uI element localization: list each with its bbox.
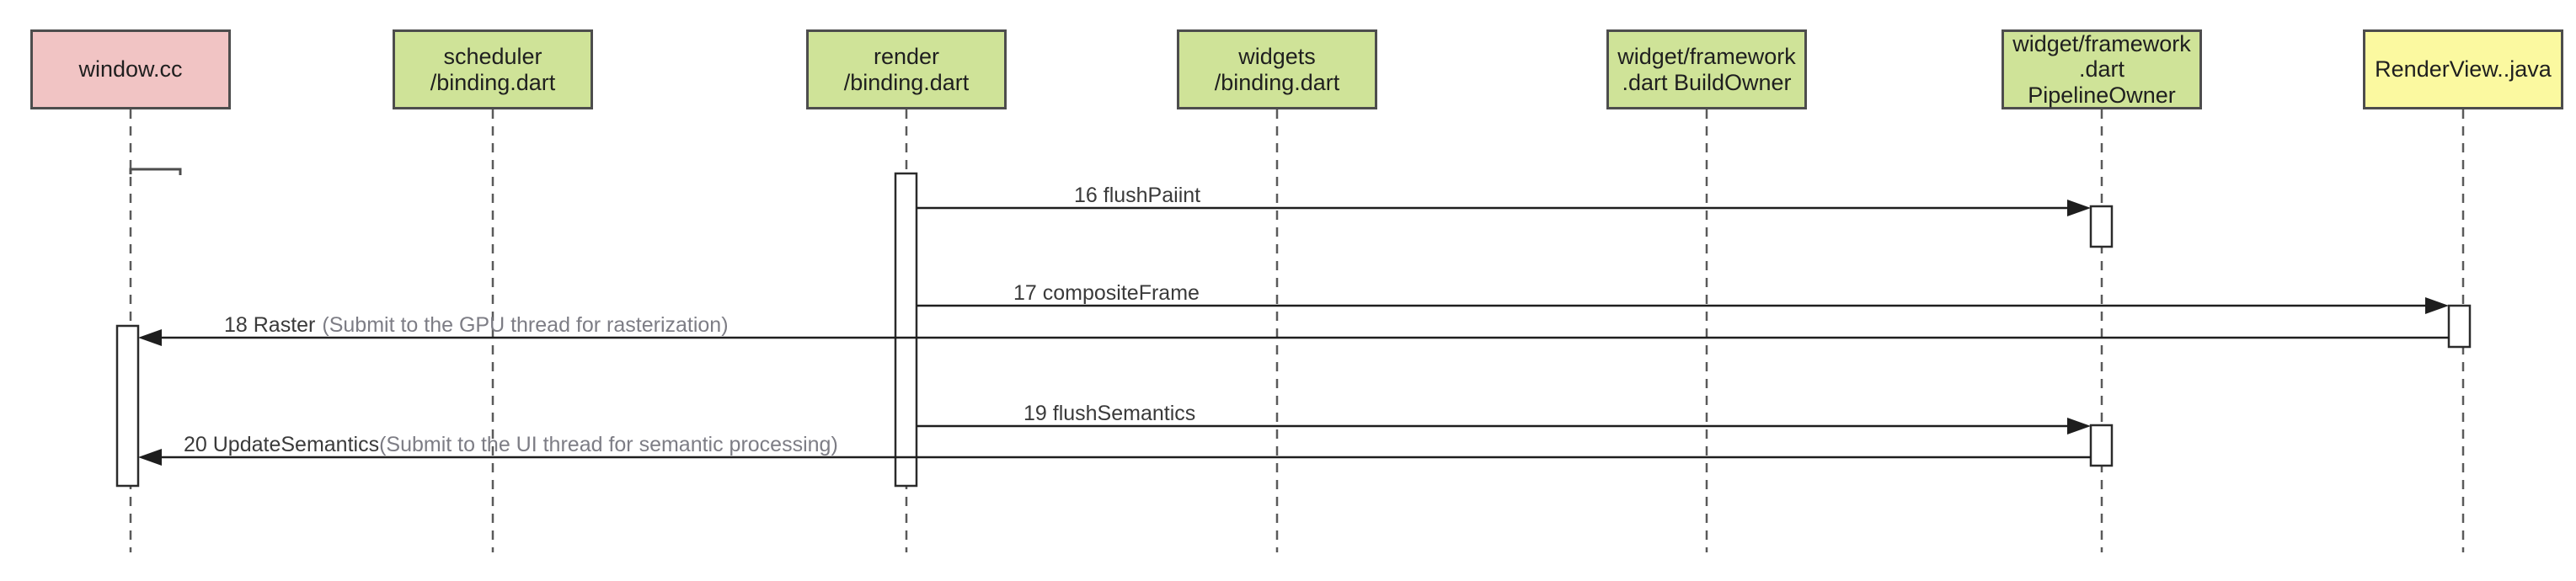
message-20-note: (Submit to the UI thread for semantic pr… — [379, 433, 838, 456]
message-20-arrowhead — [138, 449, 162, 466]
participant-pipelineowner[interactable]: widget/framework .dart PipelineOwner — [2001, 29, 2202, 109]
activation-pipelineowner-2 — [2089, 424, 2114, 467]
message-20-label: 20 UpdateSemantics(Submit to the UI thre… — [184, 432, 838, 457]
message-18-label: 18 Raster(Submit to the GPU thread for r… — [224, 312, 729, 338]
message-18-arrowhead — [138, 329, 162, 346]
participant-render-binding[interactable]: render /binding.dart — [806, 29, 1007, 109]
activation-pipelineowner-1 — [2089, 205, 2114, 248]
message-17-arrowhead — [2425, 297, 2449, 314]
activation-window — [115, 324, 140, 488]
participant-buildowner[interactable]: widget/framework .dart BuildOwner — [1606, 29, 1807, 109]
message-16-arrowhead — [2067, 200, 2091, 216]
message-16-label: 16 flushPaiint — [1074, 183, 1200, 208]
message-17-text: 17 compositeFrame — [1013, 281, 1200, 305]
message-17-label: 17 compositeFrame — [1013, 280, 1200, 306]
message-16-text: 16 flushPaiint — [1074, 184, 1201, 207]
message-20-text: 20 UpdateSemantics — [184, 433, 380, 456]
message-19-text: 19 flushSemantics — [1023, 402, 1196, 425]
participant-window-cc[interactable]: window.cc — [30, 29, 231, 109]
message-18-text: 18 Raster — [224, 313, 316, 337]
message-18-note: (Submit to the GPU thread for rasterizat… — [322, 313, 729, 337]
activation-renderview — [2447, 304, 2472, 349]
activation-render — [894, 172, 918, 488]
message-19-label: 19 flushSemantics — [1023, 401, 1195, 426]
participant-scheduler-binding[interactable]: scheduler /binding.dart — [393, 29, 593, 109]
participant-widgets-binding[interactable]: widgets /binding.dart — [1177, 29, 1377, 109]
participant-renderview[interactable]: RenderView..java — [2363, 29, 2563, 109]
message-19-arrowhead — [2067, 418, 2091, 434]
window-self-message-bracket — [129, 168, 182, 175]
